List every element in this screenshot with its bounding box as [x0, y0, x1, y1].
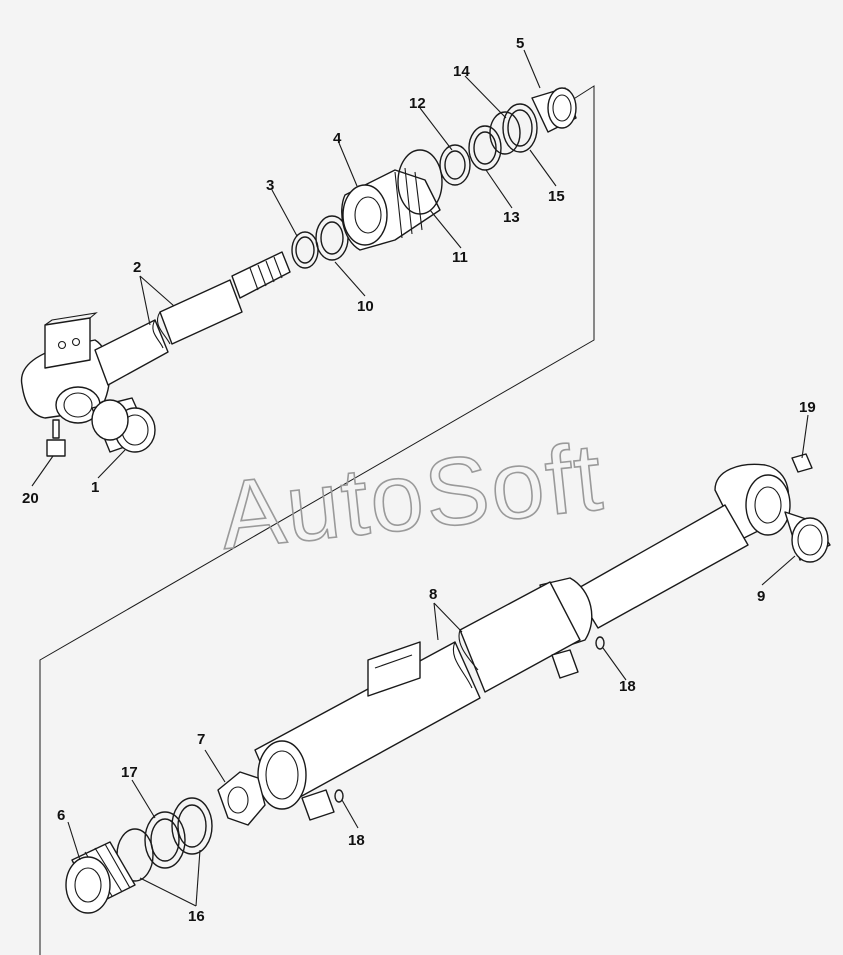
- watermark: AutoSoft: [215, 423, 608, 570]
- ring-13: [468, 125, 502, 171]
- callout-9: 9: [757, 588, 765, 605]
- bushing-5: [531, 87, 577, 133]
- bolt-20: [46, 419, 66, 457]
- nut-7: [217, 771, 266, 826]
- callout-11: 11: [452, 249, 468, 266]
- callout-8: 8: [429, 586, 437, 603]
- piston-rod-upper: [159, 279, 243, 345]
- barrel-mouth: [257, 740, 307, 810]
- ring-15: [502, 103, 538, 153]
- pin-boss: [551, 649, 579, 679]
- callout-20: 20: [22, 490, 39, 507]
- callout-labels: 5 14 12 4 3 2 10 11 13 15 1 20 19 9 8 18…: [22, 35, 816, 925]
- callout-5: 5: [516, 35, 524, 52]
- snap-ring-18-lower: [334, 789, 344, 803]
- barrel-upper: [459, 581, 581, 693]
- callout-12: 12: [409, 95, 426, 112]
- callout-10: 10: [357, 298, 374, 315]
- callout-6: 6: [57, 807, 65, 824]
- mounting-plate: [44, 317, 91, 369]
- callout-18-upper: 18: [619, 678, 636, 695]
- seal-17: [144, 811, 186, 869]
- callout-2: 2: [133, 259, 141, 276]
- callout-14: 14: [453, 63, 470, 80]
- callout-19: 19: [799, 399, 816, 416]
- lower-lug: [301, 789, 335, 821]
- callout-1: 1: [91, 479, 99, 496]
- bushing-9: [784, 511, 831, 563]
- callout-16: 16: [188, 908, 205, 925]
- rod-thread: [231, 251, 291, 299]
- callout-7: 7: [197, 731, 205, 748]
- cylinder-assembly: [65, 453, 831, 914]
- bushing-1: [91, 397, 156, 453]
- snap-ring-18-upper: [595, 636, 605, 650]
- piston-rod-assembly: [20, 87, 577, 457]
- callout-4: 4: [333, 130, 342, 147]
- ring-12: [439, 144, 471, 186]
- piston-rod-lower: [94, 319, 169, 386]
- callout-3: 3: [266, 177, 274, 194]
- grease-fitting-19: [791, 453, 813, 473]
- callout-18-lower: 18: [348, 832, 365, 849]
- leader-lines: [31, 49, 809, 907]
- assembly-frame: [39, 85, 595, 955]
- callout-17: 17: [121, 764, 138, 781]
- seal-16-a: [171, 797, 213, 855]
- callout-15: 15: [548, 188, 565, 205]
- ring-14: [489, 111, 521, 155]
- tag-plate: [367, 641, 421, 697]
- callout-13: 13: [503, 209, 520, 226]
- piston-head-4: [341, 167, 441, 251]
- ring-11: [397, 149, 443, 215]
- gland-6: [65, 841, 136, 914]
